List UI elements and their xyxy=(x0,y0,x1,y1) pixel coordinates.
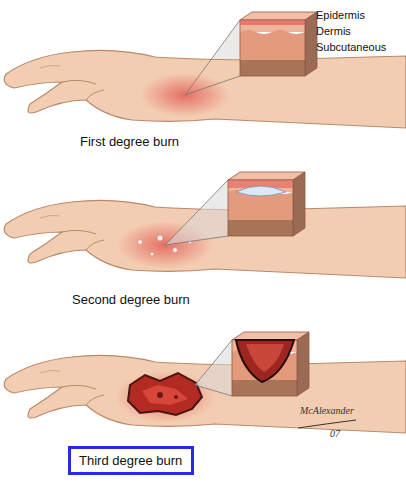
illustration-circle xyxy=(157,392,163,398)
illustration-circle xyxy=(150,252,154,256)
signature-year: 07 xyxy=(330,428,340,439)
illustration-path xyxy=(142,385,188,405)
illustration-rect xyxy=(240,20,305,25)
layer-label: Subcutaneous xyxy=(316,41,386,53)
illustration-path xyxy=(236,186,286,196)
illustration-line xyxy=(195,385,232,396)
illustration-polygon xyxy=(165,180,228,245)
first-degree-arm xyxy=(4,12,406,128)
layer-label: Epidermis xyxy=(316,9,365,21)
illustration-use xyxy=(4,355,406,433)
illustration-g xyxy=(240,12,317,76)
layer-label: Dermis xyxy=(316,25,351,37)
illustration-polygon xyxy=(195,340,232,396)
burn-caption: Second degree burn xyxy=(72,292,190,307)
illustration-line xyxy=(185,20,240,95)
illustration-path xyxy=(128,373,202,415)
illustration-use xyxy=(228,172,305,236)
caption-box: Third degree burn xyxy=(68,446,194,475)
illustration-use xyxy=(232,332,309,396)
illustration-circle xyxy=(174,395,178,399)
illustration-path xyxy=(236,340,294,382)
illustration-use xyxy=(4,50,406,128)
caption-text: Third degree burn xyxy=(79,453,183,468)
illustration-line xyxy=(165,180,228,245)
illustration-line xyxy=(195,340,232,385)
illustration-circle xyxy=(157,235,163,241)
second-degree-zoom xyxy=(165,172,305,245)
illustration-circle xyxy=(173,248,178,253)
illustration-line xyxy=(185,76,240,95)
illustration-path xyxy=(298,420,356,428)
illustration-line xyxy=(165,236,228,245)
burn-caption: First degree burn xyxy=(80,134,179,149)
illustration-path xyxy=(246,344,284,372)
third-degree-arm xyxy=(4,355,406,433)
illustration-use xyxy=(240,12,317,76)
artist-signature: McAlexander xyxy=(300,405,354,416)
illustration-circle xyxy=(138,240,143,245)
third-degree-zoom xyxy=(195,332,309,396)
illustration-g xyxy=(232,332,309,396)
illustration-g xyxy=(228,172,305,236)
